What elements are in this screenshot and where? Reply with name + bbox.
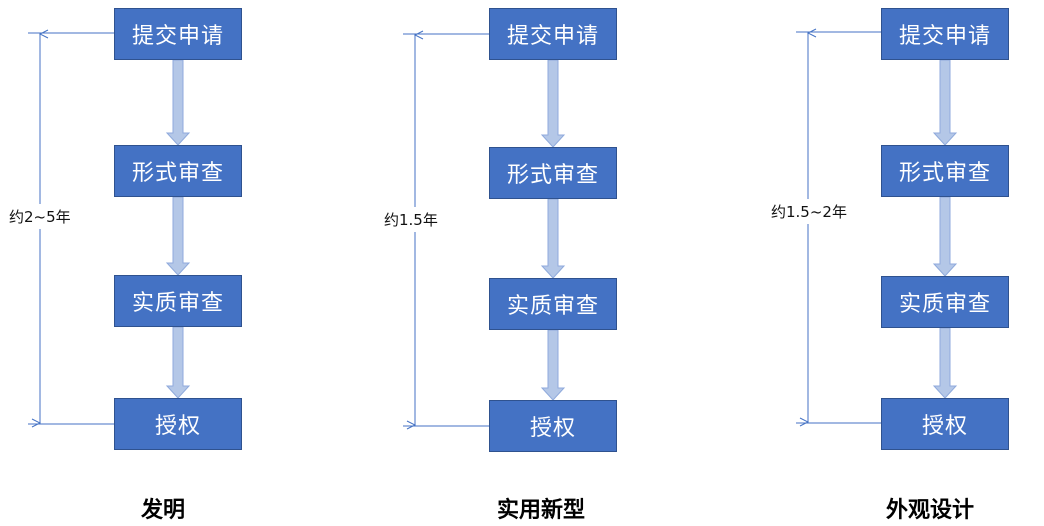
step-submit-application: 提交申请	[114, 8, 242, 60]
column-caption: 外观设计	[885, 498, 975, 523]
step-grant: 授权	[114, 398, 242, 450]
flow-arrow	[932, 196, 958, 277]
step-formal-examination: 形式审查	[114, 145, 242, 197]
flow-arrow	[540, 59, 566, 148]
flow-arrow	[932, 327, 958, 399]
flow-arrow	[165, 59, 191, 146]
column-caption: 发明	[140, 498, 186, 523]
flow-arrow	[932, 59, 958, 146]
flow-arrow	[165, 196, 191, 276]
duration-label: 约1.5年	[384, 207, 438, 232]
duration-label: 约2~5年	[9, 204, 71, 229]
step-grant: 授权	[489, 400, 617, 452]
duration-label: 约1.5~2年	[771, 199, 847, 224]
step-substantive-examination: 实质审查	[881, 276, 1009, 328]
step-submit-application: 提交申请	[489, 8, 617, 60]
flow-arrow	[540, 198, 566, 279]
flow-arrow	[540, 329, 566, 401]
flow-arrow	[165, 326, 191, 399]
step-substantive-examination: 实质审查	[114, 275, 242, 327]
step-submit-application: 提交申请	[881, 8, 1009, 60]
step-formal-examination: 形式审查	[489, 147, 617, 199]
column-caption: 实用新型	[496, 498, 586, 523]
step-substantive-examination: 实质审查	[489, 278, 617, 330]
step-grant: 授权	[881, 398, 1009, 450]
step-formal-examination: 形式审查	[881, 145, 1009, 197]
